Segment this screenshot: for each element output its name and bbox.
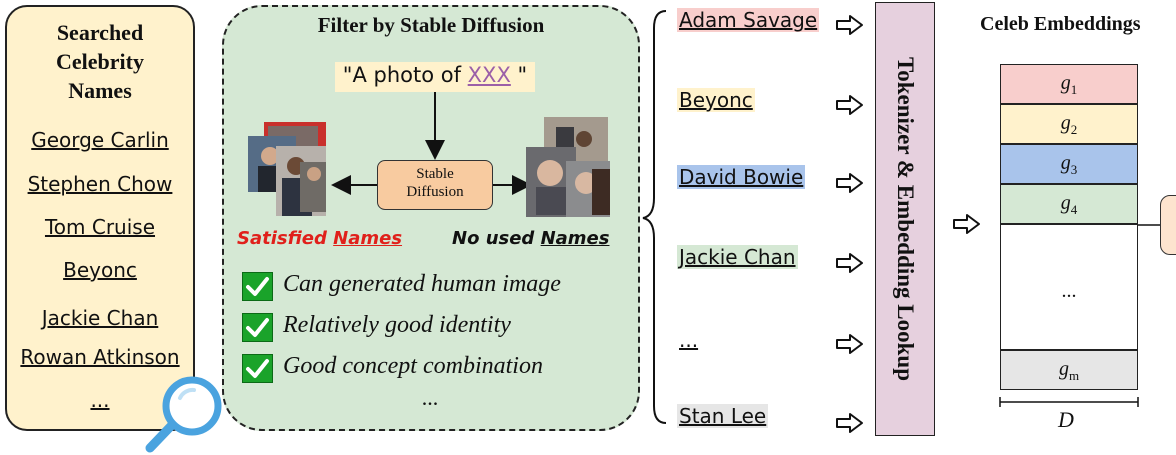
- right-arrow-icon: [836, 173, 863, 193]
- filter-ellipsis: ...: [421, 385, 439, 410]
- searched-name-item: George Carlin: [31, 128, 169, 152]
- tokenizer-label: Tokenizer & Embedding Lookup: [893, 56, 918, 382]
- right-arrow-icon: [836, 334, 863, 354]
- connector-line: [1138, 224, 1162, 226]
- right-arrow-icon: [836, 15, 863, 35]
- searched-name-item: Beyonc: [63, 258, 137, 282]
- prompt-text: "A photo of XXX ": [342, 63, 528, 87]
- name-tag: David Bowie: [677, 165, 806, 189]
- name-tag: ...: [679, 328, 699, 352]
- satisfied-names-label: Satisfied Names: [237, 228, 403, 249]
- searched-name-item: ...: [90, 388, 110, 412]
- unused-photos: [526, 117, 610, 217]
- searched-names-panel: [5, 5, 195, 431]
- stable-diffusion-box: [377, 160, 493, 210]
- unused-names-label: No used Names: [452, 228, 610, 249]
- embedding-row: [1000, 104, 1138, 144]
- embedding-label: g2: [1060, 112, 1078, 137]
- embeddings-title: Celeb Embeddings: [980, 13, 1141, 35]
- right-arrow-icon: [836, 253, 863, 273]
- name-tag: Beyonc: [677, 88, 755, 112]
- searched-names-title: Searched Celebrity Names: [56, 20, 144, 103]
- searched-name-item: Rowan Atkinson: [20, 345, 180, 369]
- checkmark-icon: [242, 313, 273, 342]
- curly-brace: [642, 10, 667, 424]
- checkmark-icon: [242, 272, 273, 301]
- filter-title: Filter by Stable Diffusion: [317, 13, 545, 37]
- searched-name-item: Jackie Chan: [41, 306, 159, 330]
- name-tag: Stan Lee: [677, 404, 769, 428]
- right-arrow-icon: [836, 413, 863, 433]
- dimension-bracket: [999, 397, 1139, 407]
- embedding-label: gm: [1058, 358, 1080, 383]
- dimension-label: D: [1058, 407, 1074, 432]
- checkmark-icon: [242, 354, 273, 383]
- embedding-row: [1000, 184, 1138, 224]
- right-arrow-icon: [953, 214, 980, 234]
- filter-arrows: [331, 92, 532, 195]
- prompt-box: [335, 62, 535, 92]
- name-tag: Jackie Chan: [677, 245, 798, 269]
- embedding-label: g4: [1060, 192, 1078, 217]
- criterion-text: Relatively good identity: [283, 312, 511, 338]
- tokenizer-box: [875, 2, 935, 436]
- embedding-gap: [1000, 224, 1138, 350]
- criterion-text: Good concept combination: [283, 353, 543, 379]
- next-module-box: [1160, 195, 1176, 255]
- embedding-row: [1000, 350, 1138, 390]
- name-tag: Adam Savage: [677, 8, 820, 32]
- stable-diffusion-label: Stable Diffusion: [406, 166, 464, 200]
- embedding-row: [1000, 144, 1138, 184]
- embedding-row: [1000, 64, 1138, 104]
- embedding-ellipsis: ...: [1061, 280, 1077, 302]
- right-arrow-icon: [836, 95, 863, 115]
- embedding-label: g1: [1060, 72, 1078, 97]
- satisfied-photos: [248, 122, 326, 216]
- searched-name-item: Stephen Chow: [27, 172, 173, 196]
- criterion-text: Can generated human image: [283, 271, 561, 297]
- searched-name-item: Tom Cruise: [44, 215, 156, 239]
- magnifier-icon: [145, 376, 222, 453]
- embedding-label: g3: [1060, 152, 1078, 177]
- prompt-placeholder: XXX: [467, 63, 511, 87]
